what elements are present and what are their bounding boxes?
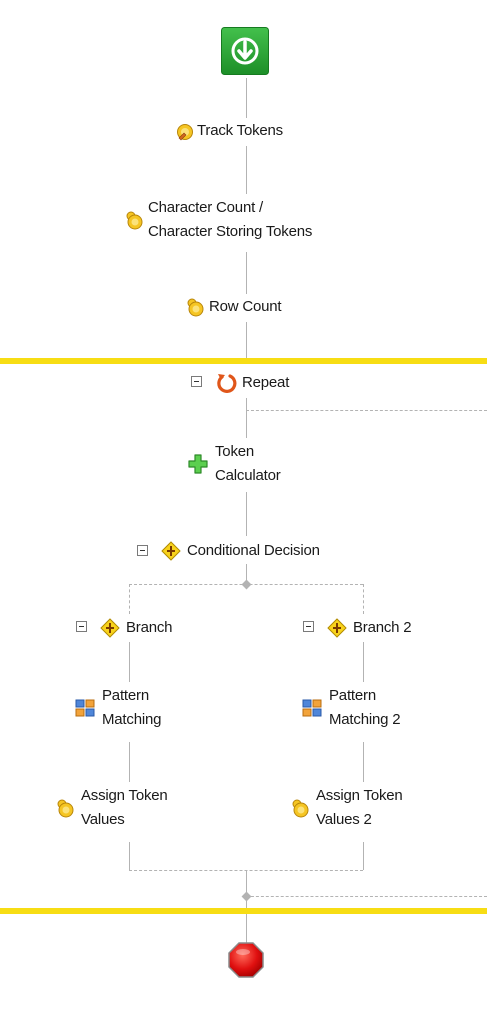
branch-node[interactable]: Branch <box>100 616 173 640</box>
repeat-icon <box>217 374 237 393</box>
connector-line <box>363 742 364 782</box>
assign-token-values-2-label-line2: Values 2 <box>316 811 372 828</box>
decision-diamond-icon <box>100 618 120 638</box>
token-calculator-label-line2: Calculator <box>215 467 281 484</box>
connector-line <box>246 146 247 194</box>
connector-line <box>129 742 130 782</box>
branch-2-node[interactable]: Branch 2 <box>327 616 412 640</box>
pattern-matching-node[interactable]: Pattern Matching <box>74 684 161 732</box>
pattern-grid-icon <box>302 699 322 717</box>
token-icon <box>187 298 204 317</box>
branch-dashed-line <box>363 584 364 614</box>
conditional-decision-label: Conditional Decision <box>187 542 320 559</box>
connector-line <box>246 870 247 910</box>
start-node[interactable] <box>221 27 269 75</box>
repeat-node[interactable]: Repeat <box>216 371 289 395</box>
pattern-matching-label-line2: Matching <box>102 711 162 728</box>
token-icon <box>292 799 309 818</box>
character-count-label-line2: Character Storing Tokens <box>148 223 313 240</box>
character-count-node[interactable]: Character Count / Character Storing Toke… <box>124 196 312 244</box>
branch-2-label: Branch 2 <box>353 619 412 636</box>
branch-dashed-line <box>129 584 130 614</box>
green-plus-icon <box>188 454 208 474</box>
pattern-matching-2-node[interactable]: Pattern Matching 2 <box>301 684 401 732</box>
track-tokens-node[interactable]: Track Tokens <box>175 119 283 143</box>
assign-token-values-2-node[interactable]: Assign Token Values 2 <box>290 784 403 832</box>
token-icon <box>57 799 74 818</box>
track-tokens-label: Track Tokens <box>197 122 283 139</box>
connector-line <box>246 78 247 118</box>
branch-collapse-toggle[interactable] <box>76 621 87 632</box>
assign-token-values-node[interactable]: Assign Token Values <box>55 784 168 832</box>
branch-2-collapse-toggle[interactable] <box>303 621 314 632</box>
conditional-collapse-toggle[interactable] <box>137 545 148 556</box>
connector-line <box>363 842 364 870</box>
row-count-node[interactable]: Row Count <box>185 295 282 319</box>
pattern-matching-label-line1: Pattern <box>102 687 149 704</box>
token-icon <box>126 211 143 230</box>
conditional-decision-node[interactable]: Conditional Decision <box>161 539 320 563</box>
pattern-matching-2-label-line2: Matching 2 <box>329 711 401 728</box>
repeat-loop-dashed-line <box>246 410 487 411</box>
connector-line <box>246 252 247 294</box>
character-count-label-line1: Character Count / <box>148 199 263 216</box>
stop-octagon-icon <box>228 942 264 978</box>
decision-diamond-icon <box>327 618 347 638</box>
pattern-grid-icon <box>75 699 95 717</box>
connector-line <box>246 914 247 944</box>
connector-line <box>246 564 247 584</box>
connector-line <box>246 322 247 360</box>
repeat-collapse-toggle[interactable] <box>191 376 202 387</box>
token-calculator-label-line1: Token <box>215 443 255 460</box>
assign-token-values-label-line2: Values <box>81 811 125 828</box>
repeat-label: Repeat <box>242 374 290 391</box>
assign-token-values-2-label-line1: Assign Token <box>316 787 403 804</box>
download-arrow-icon <box>221 27 269 75</box>
pattern-matching-2-label-line1: Pattern <box>329 687 376 704</box>
token-calculator-node[interactable]: Token Calculator <box>187 440 281 488</box>
assign-token-values-label-line1: Assign Token <box>81 787 168 804</box>
end-node[interactable] <box>228 942 264 978</box>
branch-split-junction <box>241 579 252 590</box>
connector-line <box>129 842 130 870</box>
connector-line <box>363 642 364 682</box>
token-edit-icon <box>177 124 193 141</box>
connector-line <box>246 398 247 438</box>
row-count-label: Row Count <box>209 298 282 315</box>
connector-line <box>246 492 247 536</box>
connector-line <box>129 642 130 682</box>
branch-label: Branch <box>126 619 173 636</box>
repeat-region-bottom-border <box>0 908 487 914</box>
repeat-region-top-border <box>0 358 487 364</box>
repeat-loop-dashed-line <box>246 896 487 897</box>
decision-diamond-icon <box>161 541 181 561</box>
